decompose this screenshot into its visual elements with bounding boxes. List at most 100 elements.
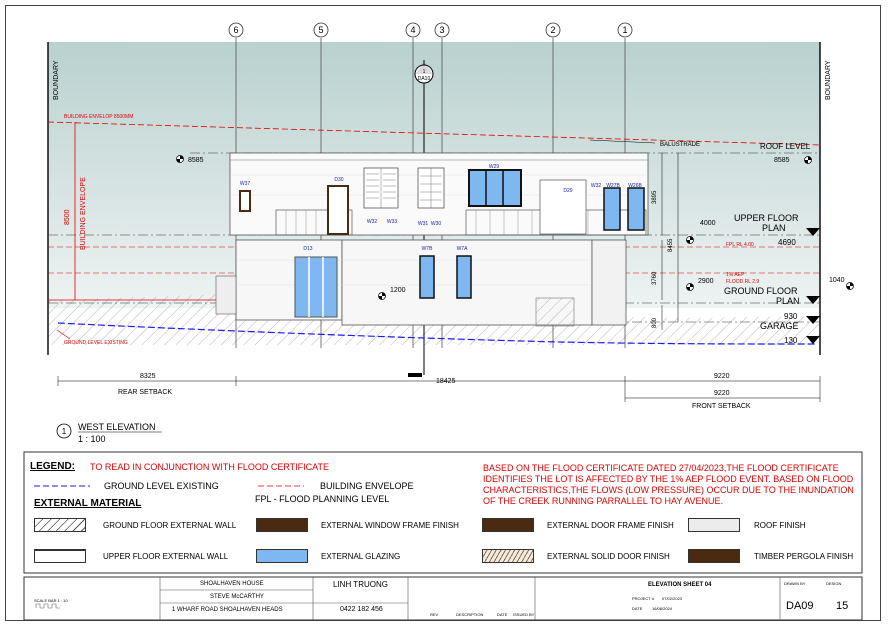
tb-project-no-label: PROJECT # (632, 596, 654, 601)
legend-building-envelope: BUILDING ENVELOPE (320, 481, 414, 491)
upper-floor-plan-label-2: PLAN (762, 223, 786, 233)
tag-w7a: W7A (457, 246, 469, 252)
tb-date-header: DATE (497, 612, 508, 617)
label-glazing: EXTERNAL GLAZING (321, 552, 401, 561)
swatch-gf-wall (34, 518, 86, 532)
scale-bar-label: SCALE BAR 1 : 10 (34, 598, 68, 603)
ground-floor-plan-label-2: PLAN (776, 296, 800, 306)
tb-drawing-no: DA09 (786, 600, 814, 612)
grid-label-4: 4 (410, 25, 415, 35)
tag-w30: W30 (431, 221, 442, 227)
grid-label-2: 2 (550, 25, 555, 35)
grid-label-3: 3 (439, 25, 444, 35)
scale-bar-graphic (35, 603, 60, 609)
ground-level-existing-label: GROUND LEVEL EXISTING (64, 340, 128, 346)
tb-sheet-title: ELEVATION SHEET 04 (648, 582, 712, 588)
tb-drawn-label: DRAWN BY (784, 581, 806, 586)
rear-setback-label: REAR SETBACK (118, 389, 172, 396)
rl-1200: 1200 (390, 287, 406, 294)
roof-level-label: ROOF LEVEL (760, 142, 811, 151)
upper-floor-plan-label-1: UPPER FLOOR (734, 213, 799, 223)
legend-external-material: EXTERNAL MATERIAL (34, 498, 142, 509)
grid-label-5: 5 (318, 25, 323, 35)
tag-w26b: W26B (628, 183, 642, 189)
dim-800: 800 (652, 317, 658, 328)
section-marker-ref: DA10 (418, 76, 431, 82)
garage-label: GARAGE (760, 321, 799, 331)
balustrade-label: BALUSTRADE (660, 142, 700, 148)
tb-date-label: DATE (632, 606, 643, 611)
legend-title: LEGEND: (30, 461, 75, 472)
label-solid-door: EXTERNAL SOLID DOOR FINISH (547, 552, 670, 561)
tb-issued-header: ISSUED BY (513, 612, 535, 617)
swatch-pergola (688, 549, 740, 563)
tag-w7b: W7B (422, 246, 434, 252)
legend-ground-level: GROUND LEVEL EXISTING (104, 481, 219, 491)
rl-1040: 1040 (829, 277, 845, 284)
tag-w27b: W27B (606, 183, 620, 189)
dim-9220-top: 9220 (714, 373, 730, 380)
tag-d30: D30 (334, 177, 343, 183)
tb-description-header: DESCRIPTION (456, 612, 484, 617)
swatch-roof (688, 518, 740, 532)
building (215, 152, 649, 327)
grid-label-1: 1 (622, 25, 627, 35)
tag-w32a: W32 (367, 219, 378, 225)
tag-d13: D13 (303, 246, 312, 252)
label-gf-wall: GROUND FLOOR EXTERNAL WALL (103, 521, 237, 530)
grid-bubbles (228, 22, 633, 38)
flood-notes: BASED ON THE FLOOD CERTIFICATE DATED 27/… (483, 463, 854, 506)
building-envelope-vertical-label: BUILDING ENVELOPE (80, 177, 87, 250)
dim-8455: 8455 (668, 238, 674, 252)
level-markers (176, 155, 854, 344)
label-roof: ROOF FINISH (754, 521, 806, 530)
dim-18425: 18425 (436, 378, 456, 385)
tag-w31: W31 (418, 221, 429, 227)
tb-project: SHOALHAVEN HOUSE (200, 581, 264, 587)
swatch-window-frame (256, 518, 308, 532)
tb-phone: 0422 182 456 (340, 606, 383, 613)
rl-8585-left: 8585 (188, 157, 204, 164)
label-window-frame: EXTERNAL WINDOW FRAME FINISH (321, 521, 459, 530)
title-block (23, 576, 863, 621)
label-uf-wall: UPPER FLOOR EXTERNAL WALL (103, 552, 229, 561)
elevation-title: WEST ELEVATION (78, 422, 156, 432)
section-marker-num: 1 (423, 69, 426, 75)
ground-floor-plan-label-1: GROUND FLOOR (724, 286, 798, 296)
tag-w29: W29 (489, 164, 500, 170)
swatch-glazing (256, 549, 308, 563)
grid-label-6: 6 (233, 25, 238, 35)
legend-fpl: FPL - FLOOD PLANNING LEVEL (255, 494, 390, 504)
legend-box (23, 451, 863, 574)
tb-designer: LINH TRUONG (333, 580, 388, 589)
rl-4690: 4690 (778, 238, 796, 247)
fpl-rl-label: FPL RL 4.00 (726, 242, 754, 248)
building-envelope-line (47, 121, 821, 146)
elevation-scale: 1 : 100 (78, 434, 106, 444)
dim-9220-bottom: 9220 (714, 390, 730, 397)
aep-flood-label-1: 1% AEP (726, 272, 745, 278)
front-setback-label: FRONT SETBACK (692, 403, 751, 410)
boundary-label-right: BOUNDARY (825, 60, 832, 100)
boundary-label-left: BOUNDARY (53, 60, 60, 100)
tb-date: 16/08/2024 (652, 606, 673, 611)
legend-conjunction: TO READ IN CONJUNCTION WITH FLOOD CERTIF… (90, 462, 330, 472)
rl-8585-right: 8585 (774, 157, 790, 164)
ground-level-existing-line (57, 322, 816, 345)
elevation-title-num: 1 (62, 427, 67, 436)
label-pergola: TIMBER PERGOLA FINISH (754, 552, 854, 561)
swatch-uf-wall (34, 549, 86, 563)
rl-930: 930 (784, 312, 798, 321)
tb-client: STEVE McCARTHY (210, 594, 264, 600)
tag-w33: W33 (387, 219, 398, 225)
tb-rev-header: REV (430, 612, 439, 617)
rl-130: 130 (784, 336, 798, 345)
dim-8325: 8325 (140, 373, 156, 380)
tb-project-no: 07/02/2023 (662, 596, 683, 601)
dim-8500: 8500 (64, 209, 71, 225)
tag-d29: D29 (563, 188, 572, 194)
swatch-door-frame (482, 518, 534, 532)
rl-4000: 4000 (700, 220, 716, 227)
